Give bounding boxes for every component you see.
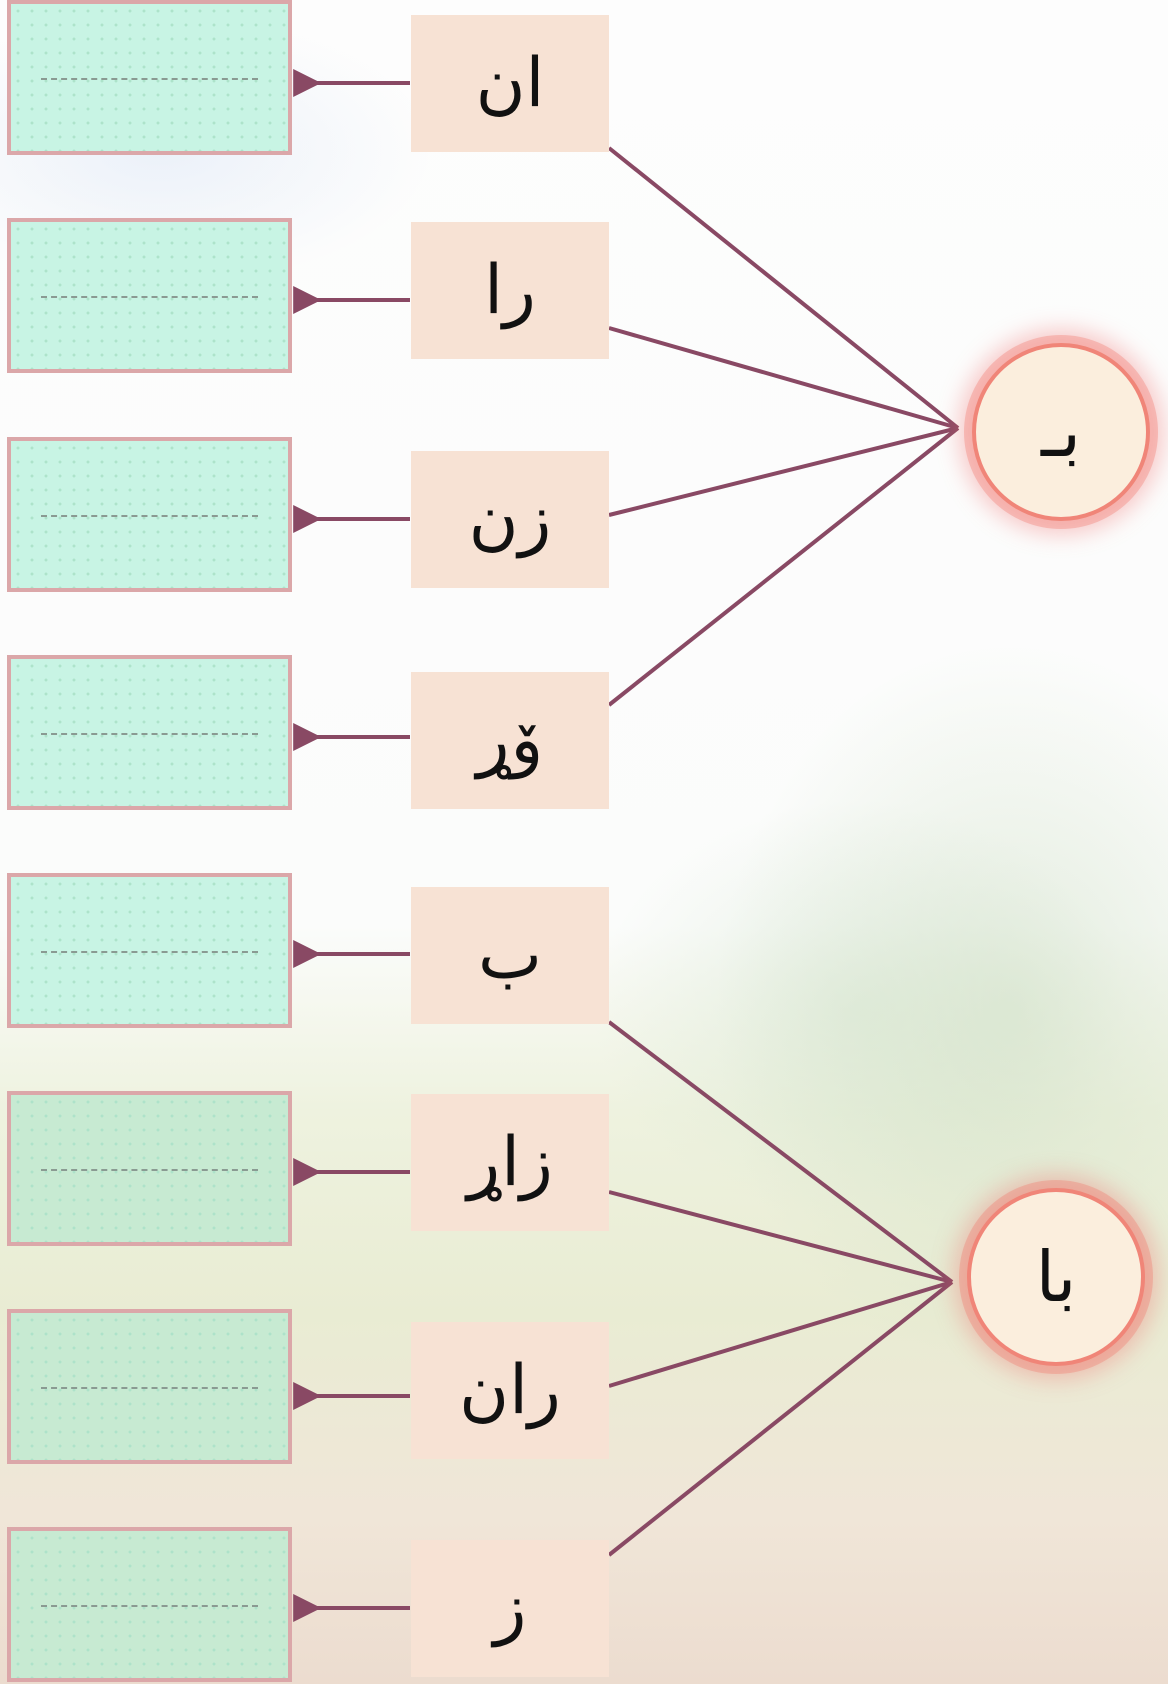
syllable-card: ان: [411, 15, 609, 152]
answer-box-3[interactable]: [7, 437, 292, 592]
syllable-card: ۆړ: [411, 672, 609, 809]
writing-line: [41, 514, 258, 517]
syllable-card: ز: [411, 1540, 609, 1677]
writing-line: [41, 732, 258, 735]
hub-connector-line: [607, 1020, 954, 1284]
syllable-card: ب: [411, 887, 609, 1024]
answer-box-6[interactable]: [7, 1091, 292, 1246]
syllable-card: ران: [411, 1322, 609, 1459]
answer-box-2[interactable]: [7, 218, 292, 373]
hub-connector-line: [607, 146, 960, 430]
writing-line: [41, 950, 258, 953]
hub-connector-line: [607, 426, 960, 707]
syllable-card: را: [411, 222, 609, 359]
answer-box-1[interactable]: [7, 0, 292, 155]
hub-letter-ba: با: [967, 1188, 1145, 1366]
hub-letter-ba-initial: بـ: [972, 343, 1150, 521]
writing-line: [41, 1604, 258, 1607]
answer-box-4[interactable]: [7, 655, 292, 810]
answer-box-7[interactable]: [7, 1309, 292, 1464]
hub-connector-line: [607, 1280, 954, 1557]
writing-line: [41, 1168, 258, 1171]
hub-connector-line: [608, 1280, 953, 1388]
syllable-card: زن: [411, 451, 609, 588]
writing-line: [41, 295, 258, 298]
answer-box-8[interactable]: [7, 1527, 292, 1682]
syllable-card: زاړ: [411, 1094, 609, 1231]
hub-connector-line: [608, 426, 959, 517]
writing-line: [41, 1386, 258, 1389]
hub-connector-line: [608, 1190, 953, 1284]
writing-line: [41, 77, 258, 80]
answer-box-5[interactable]: [7, 873, 292, 1028]
hub-connector-line: [608, 326, 959, 430]
